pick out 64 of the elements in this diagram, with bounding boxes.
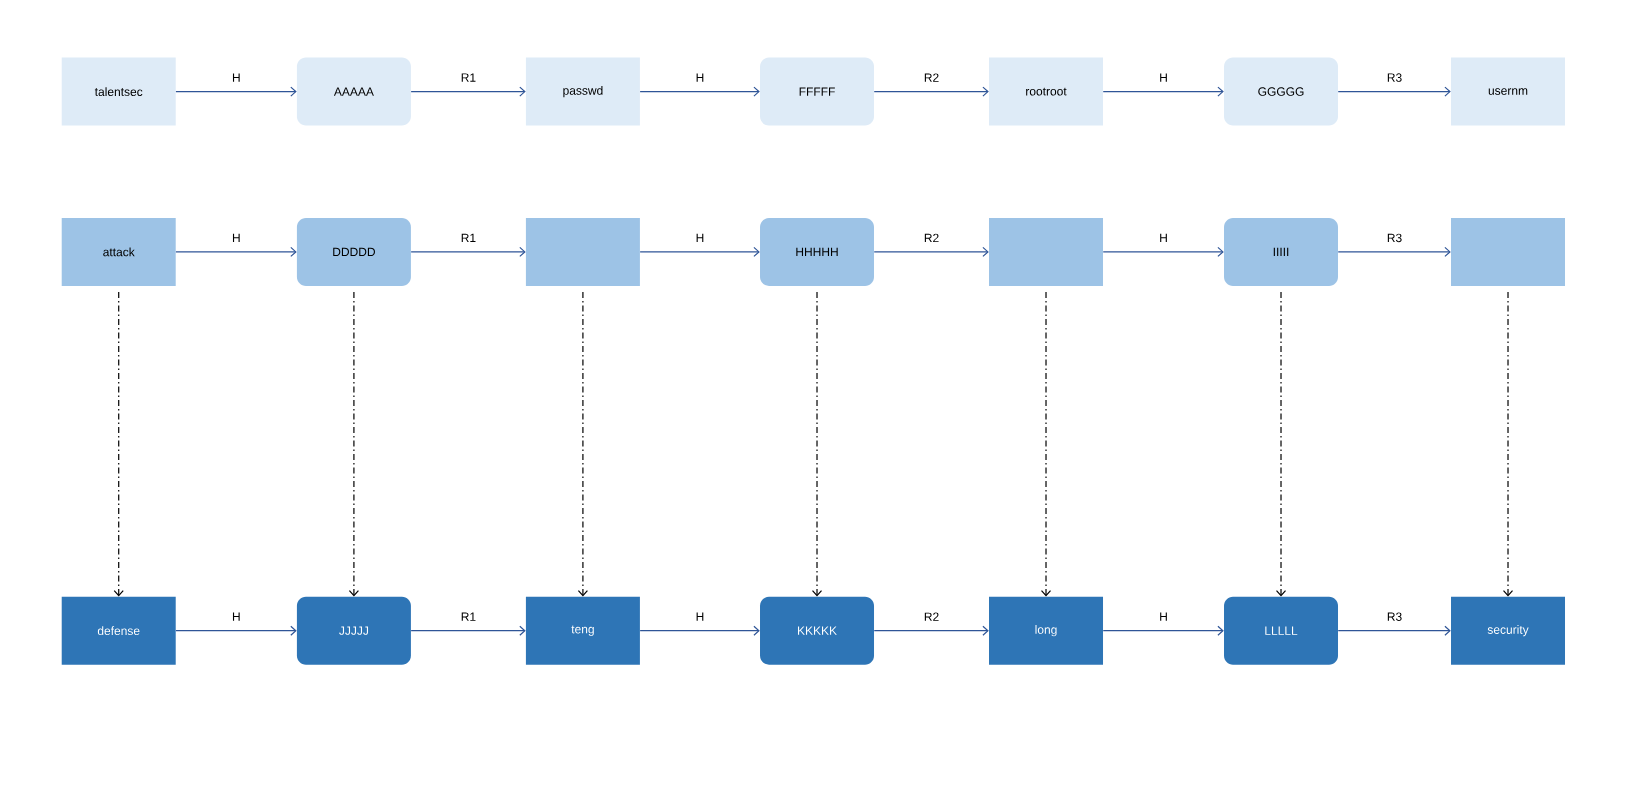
arrow [1102, 86, 1224, 97]
edge-label: H [1160, 612, 1167, 621]
arrow [577, 291, 588, 597]
arrow [1275, 291, 1287, 597]
edge-label: H [696, 233, 704, 242]
arrow [639, 86, 760, 97]
process-box: passwd [525, 57, 640, 126]
arrow [113, 291, 124, 597]
process-box: attack [61, 217, 176, 286]
arrow [410, 86, 526, 97]
edge-label: R3 [1387, 233, 1402, 243]
arrow [410, 246, 526, 257]
arrow [175, 246, 297, 257]
arrow [1502, 291, 1514, 597]
edge-label: R1 [461, 233, 476, 242]
edge-label: R1 [461, 73, 476, 82]
arrow [639, 625, 760, 636]
arrow [1337, 86, 1451, 97]
process-box: GGGGG [1224, 57, 1338, 126]
arrow [410, 625, 526, 636]
edge-label: R2 [924, 612, 939, 621]
arrow [1040, 291, 1052, 597]
process-box: teng [525, 596, 640, 665]
edge-label: H [232, 612, 240, 621]
edge-label: H [696, 612, 704, 621]
edge-label: R3 [1387, 612, 1402, 621]
process-box: FFFFF [760, 57, 874, 126]
edge-label: R3 [1387, 73, 1402, 82]
arrow [873, 86, 989, 97]
arrow [1102, 625, 1224, 636]
arrow [811, 291, 823, 597]
edge-label: H [696, 73, 704, 82]
arrow [639, 246, 760, 257]
arrow [1337, 246, 1451, 257]
process-box: long [989, 596, 1103, 665]
process-box [1451, 217, 1565, 286]
process-box [525, 217, 640, 286]
edge-label: R1 [461, 612, 476, 621]
arrow [175, 625, 297, 636]
process-box: defense [61, 596, 176, 665]
edge-label: H [232, 73, 240, 82]
process-box: IIIII [1224, 217, 1338, 286]
edge-label: H [1160, 73, 1167, 82]
process-box: LLLLL [1224, 596, 1338, 665]
process-box: KKKKK [760, 596, 874, 665]
process-box: DDDDD [296, 217, 411, 286]
arrow [1102, 246, 1224, 257]
arrow [175, 86, 297, 97]
process-box: rootroot [989, 57, 1103, 126]
edge-label: H [1160, 233, 1167, 242]
arrow [348, 291, 359, 597]
process-box: JJJJJ [296, 596, 411, 665]
process-box: usernm [1451, 57, 1565, 126]
edge-label: R2 [924, 233, 939, 243]
edge-label: R2 [924, 73, 939, 82]
arrow [873, 625, 989, 636]
process-box: security [1451, 596, 1565, 665]
process-box: AAAAA [296, 57, 411, 126]
arrow [873, 246, 989, 257]
process-box: HHHHH [760, 217, 874, 286]
edge-label: H [232, 233, 240, 242]
arrow [1337, 625, 1451, 636]
process-box [989, 217, 1103, 286]
process-box: talentsec [61, 57, 176, 126]
